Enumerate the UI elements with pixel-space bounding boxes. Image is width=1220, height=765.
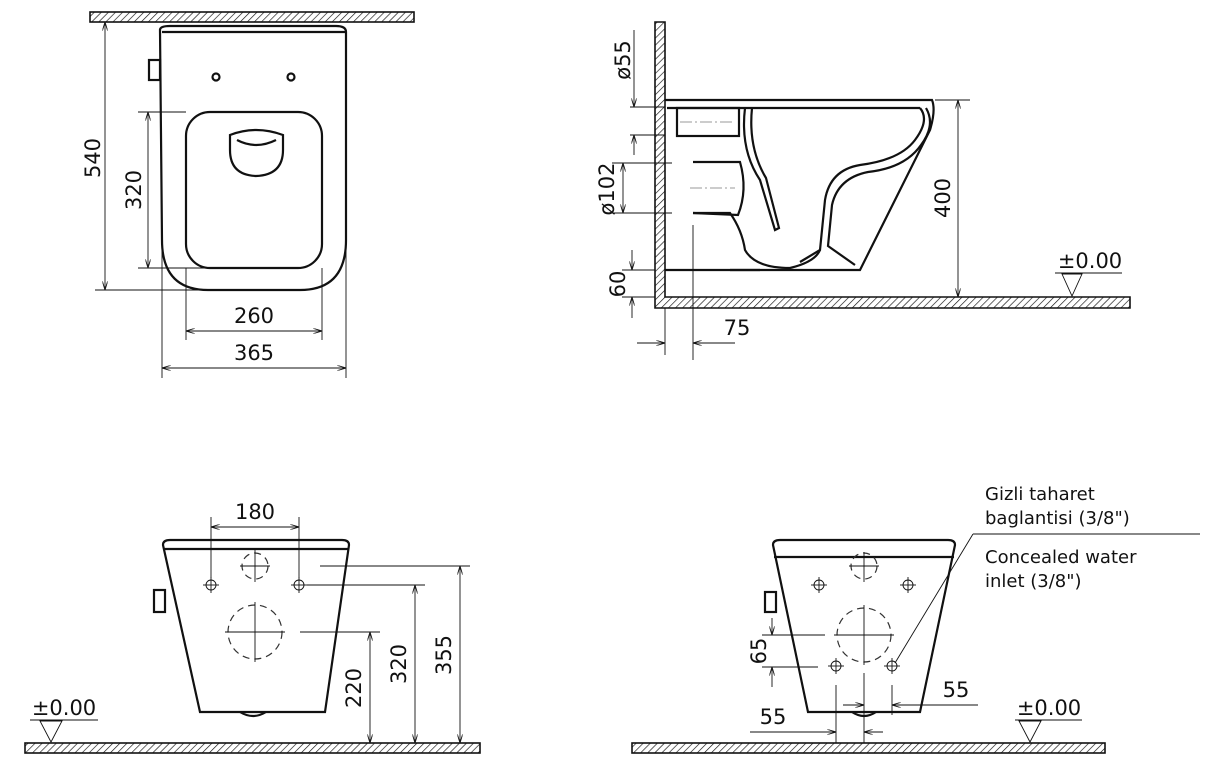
water-inlet [147,58,162,82]
dim-540: 540 [81,138,105,178]
note-en-line2: inlet (3/8") [985,571,1082,592]
floor-hatch [24,742,481,754]
level-mark: ±0.00 [1017,696,1081,720]
level-mark: ±0.00 [1058,249,1122,273]
wall-floor-hatch [654,21,1131,309]
level-mark: ±0.00 [32,696,96,720]
dim-diameter-102: ø102 [595,163,619,216]
dim-355: 355 [432,635,456,675]
wall-hatch [89,11,415,23]
seat-outline [184,110,324,270]
dim-260: 260 [234,304,274,328]
dim-55-right: 55 [943,678,970,702]
bowl-outline [771,538,957,714]
fixing-hole [211,72,221,82]
bowl-outline [158,24,348,292]
dim-diameter-55: ø55 [611,40,635,80]
bowl-outline [161,538,351,714]
dim-220: 220 [342,668,366,708]
dim-400: 400 [931,178,955,218]
fixing-hole [286,72,296,82]
top-view: 540 320 260 365 [81,11,415,378]
dim-320: 320 [387,644,411,684]
dim-55-left: 55 [760,705,787,729]
floor-hatch [631,742,1106,754]
level-triangle-icon [39,720,63,743]
inlet-socket [675,106,741,138]
note-tr-line1: Gizli taharet [985,484,1095,505]
note-en-line1: Concealed water [985,547,1137,568]
note-tr-line2: baglantisi (3/8") [985,508,1130,529]
dim-75: 75 [724,316,751,340]
level-triangle-icon [1018,720,1042,743]
dim-365: 365 [234,341,274,365]
dim-65: 65 [747,638,771,665]
side-section-view: ø55 ø102 60 75 400 ±0.00 [595,21,1131,360]
leader-line [894,533,974,664]
bowl-opening [228,128,285,178]
level-triangle-icon [1061,273,1083,298]
dim-320: 320 [122,170,146,210]
rear-view-inlet: Gizli taharet baglantisi (3/8") Conceale… [631,484,1200,754]
rear-view: 180 220 320 355 ±0.00 [24,500,481,754]
dim-60: 60 [606,271,630,298]
dim-180: 180 [235,500,275,524]
